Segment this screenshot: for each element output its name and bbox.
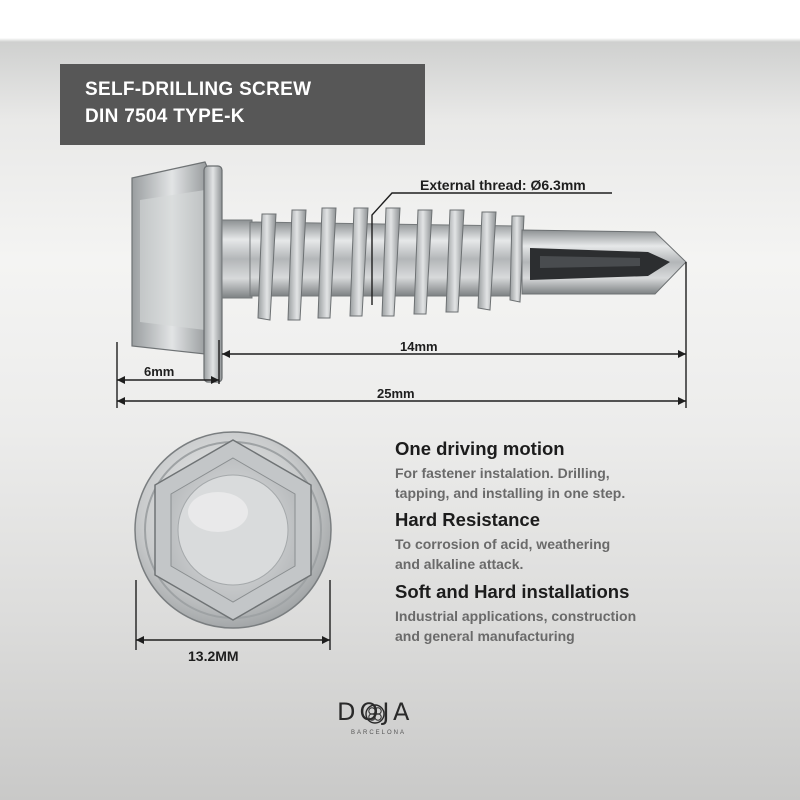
feature-desc-line: and general manufacturing	[395, 628, 575, 644]
total-length-label: 25mm	[377, 386, 415, 401]
head-length-label: 6mm	[144, 364, 175, 379]
title-line-1: SELF-DRILLING SCREW	[85, 79, 312, 100]
feature-desc-line: tapping, and installing in one step.	[395, 485, 626, 501]
feature-desc-line: Industrial applications, construction	[395, 608, 637, 624]
feature-heading: One driving motion	[395, 438, 565, 459]
feature-heading: Hard Resistance	[395, 509, 540, 530]
feature-installations: Soft and Hard installations Industrial a…	[395, 581, 636, 646]
screw-head-top-view	[134, 431, 332, 629]
feature-desc-line: To corrosion of acid, weathering	[395, 536, 611, 552]
feature-driving-motion: One driving motion For fastener instalat…	[395, 438, 625, 503]
dimension-lines	[116, 192, 687, 650]
feature-desc-line: and alkaline attack.	[395, 556, 524, 572]
feature-hard-resistance: Hard Resistance To corrosion of acid, we…	[395, 509, 610, 574]
logo-tagline: BARCELONA	[351, 730, 407, 736]
head-width-label: 13.2MM	[188, 648, 239, 664]
feature-heading: Soft and Hard installations	[395, 581, 630, 602]
doja-logo-icon	[365, 704, 385, 724]
feature-desc-line: For fastener instalation. Drilling,	[395, 465, 610, 481]
title-banner: SELF-DRILLING SCREW DIN 7504 TYPE-K	[60, 64, 425, 145]
logo-wordmark: DOJA	[337, 698, 414, 726]
dimension-arrows	[117, 350, 686, 644]
thread-length-label: 14mm	[400, 339, 438, 354]
title-line-2: DIN 7504 TYPE-K	[85, 106, 245, 127]
screw-side-view	[131, 161, 687, 383]
external-thread-label: External thread: Ø6.3mm	[420, 177, 586, 193]
